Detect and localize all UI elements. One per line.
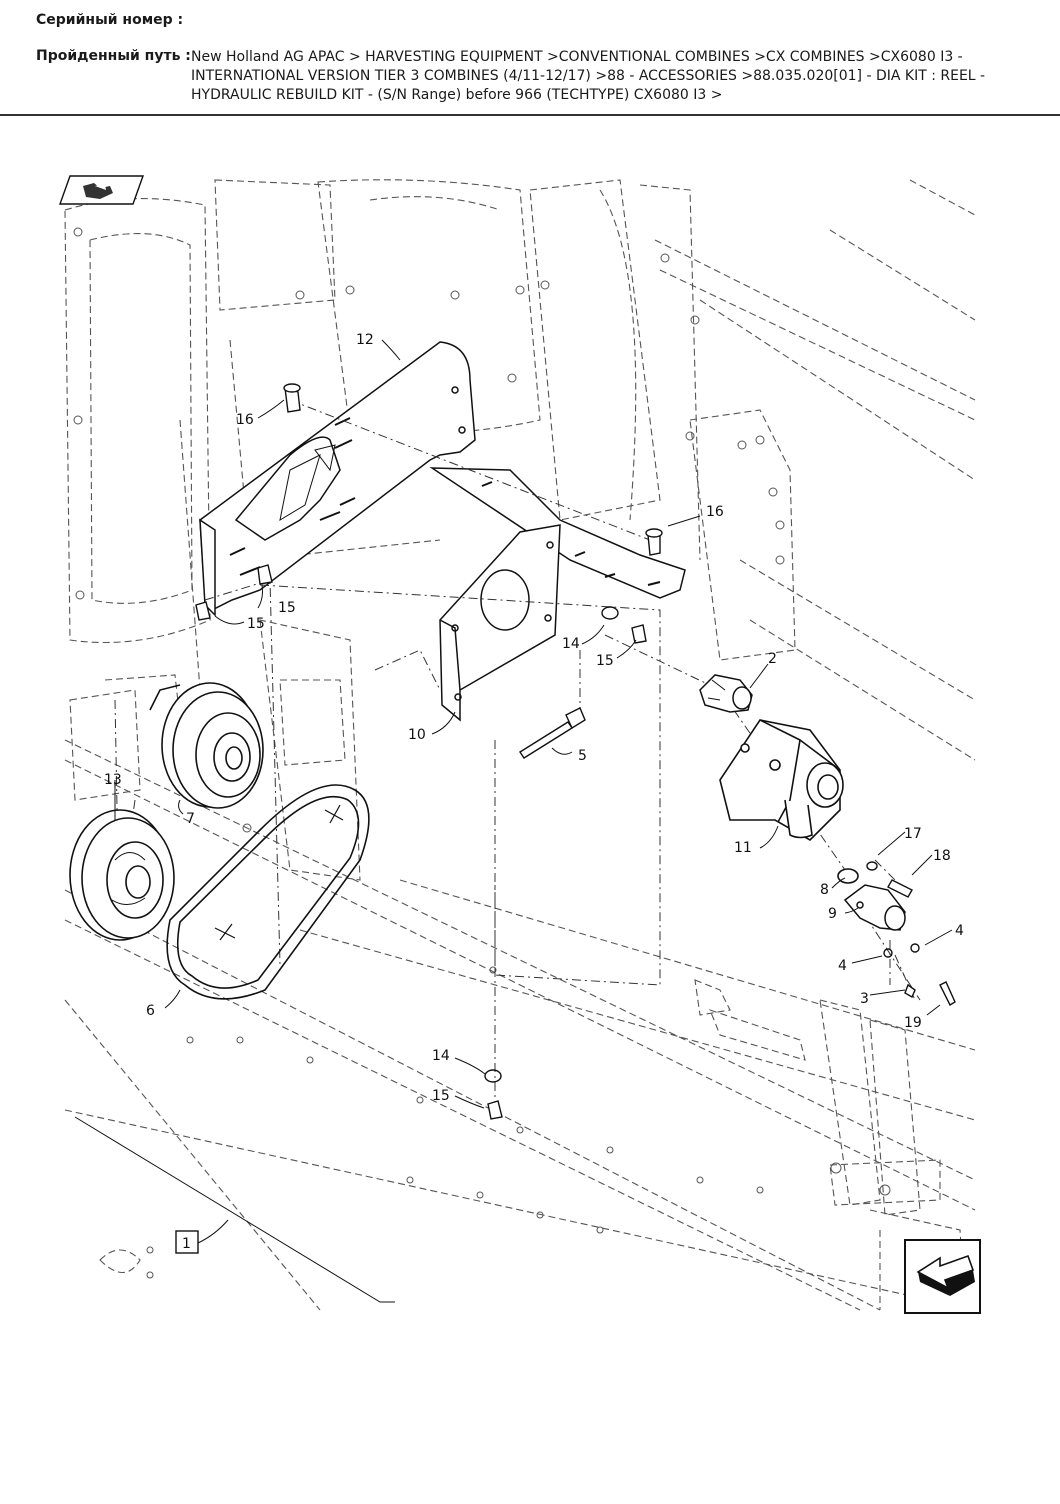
callout-8: 8 bbox=[820, 882, 829, 898]
callout-11: 11 bbox=[734, 840, 752, 856]
callout-5: 5 bbox=[578, 748, 587, 764]
pulley-part-13[interactable] bbox=[69, 809, 175, 941]
hardware-parts[interactable] bbox=[195, 383, 956, 1120]
exit-arrow-icon[interactable] bbox=[904, 1239, 981, 1314]
callout-17: 17 bbox=[904, 826, 922, 842]
serial-number-label: Серийный номер : bbox=[36, 12, 184, 28]
callout-10: 10 bbox=[408, 727, 426, 743]
callout-13: 13 bbox=[104, 772, 122, 788]
callout-16b: 16 bbox=[706, 504, 724, 520]
callout-labels: 16 12 16 15 15 14 15 2 10 5 13 7 11 17 1… bbox=[104, 332, 964, 1104]
callout-1: 1 bbox=[182, 1236, 191, 1252]
callout-12: 12 bbox=[356, 332, 374, 348]
callout-3: 3 bbox=[860, 991, 869, 1007]
o-ring-part-8[interactable] bbox=[837, 868, 859, 884]
callout-6: 6 bbox=[146, 1003, 155, 1019]
parts-diagram: 16 12 16 15 15 14 15 2 10 5 13 7 11 17 1… bbox=[0, 118, 1060, 1500]
callout-2: 2 bbox=[768, 651, 777, 667]
callout-16a: 16 bbox=[236, 412, 254, 428]
frame-bolt-holes bbox=[73, 227, 891, 1279]
hydraulic-pump-part-11[interactable] bbox=[719, 719, 844, 841]
callout-4b: 4 bbox=[838, 958, 847, 974]
callout-15a: 15 bbox=[278, 600, 296, 616]
callout-15c: 15 bbox=[596, 653, 614, 669]
callout-14a: 14 bbox=[562, 636, 580, 652]
callout-19: 19 bbox=[904, 1015, 922, 1031]
callout-15b: 15 bbox=[247, 616, 265, 632]
callout-7: 7 bbox=[186, 811, 195, 827]
breadcrumb-label: Пройденный путь : bbox=[36, 48, 191, 64]
callout-4a: 4 bbox=[955, 923, 964, 939]
callout-9: 9 bbox=[828, 906, 837, 922]
parts-view-icon[interactable] bbox=[59, 175, 144, 205]
page-header: Серийный номер : Пройденный путь : New H… bbox=[0, 0, 1060, 116]
header-divider bbox=[0, 114, 1060, 116]
bolt-part-5[interactable] bbox=[519, 707, 586, 759]
bracket-part-10[interactable] bbox=[429, 467, 686, 722]
coupler-part-2[interactable] bbox=[699, 674, 753, 713]
pulley-part-7[interactable] bbox=[149, 682, 264, 809]
bracket-part-12[interactable] bbox=[199, 341, 476, 617]
callout-18: 18 bbox=[933, 848, 951, 864]
fitting-part-9[interactable] bbox=[843, 884, 906, 931]
callout-1-box[interactable]: 1 bbox=[175, 1230, 199, 1254]
belt-part-6[interactable] bbox=[166, 784, 370, 1000]
callout-15d: 15 bbox=[432, 1088, 450, 1104]
callout-14b: 14 bbox=[432, 1048, 450, 1064]
breadcrumb[interactable]: New Holland AG APAC > HARVESTING EQUIPME… bbox=[191, 49, 986, 103]
callout-leaders bbox=[74, 339, 953, 1303]
